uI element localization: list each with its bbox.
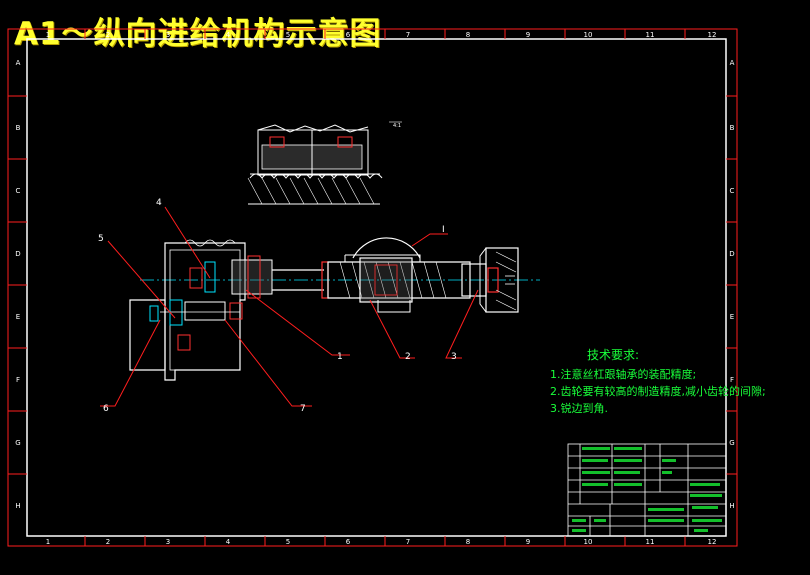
callout-2: 2 [405,352,411,362]
gear-train [149,255,273,351]
col-label-top: 11 [646,31,655,39]
col-label-bottom: 4 [226,538,231,546]
row-label-left: F [16,376,20,384]
callout-6: 6 [103,404,109,414]
col-label-top: 6 [346,31,351,39]
title-block [567,443,727,537]
row-label-left: E [16,313,20,321]
col-label-bottom: 12 [708,538,717,546]
zone-labels: 1 2 3 4 5 6 7 8 9 10 11 12 1 2 3 4 5 6 7… [15,31,734,546]
row-label-left: B [16,124,21,132]
row-label-right: G [729,439,734,447]
row-label-right: C [730,187,735,195]
row-label-left: D [15,250,20,258]
col-label-bottom: 10 [584,538,593,546]
lead-screw [272,237,471,313]
callout-4: 4 [156,198,162,208]
callout-3: 3 [451,352,457,362]
tech-requirement-item: 1.注意丝杠跟轴承的装配精度; [550,368,697,381]
row-label-left: G [15,439,20,447]
col-label-bottom: 9 [526,538,530,546]
row-label-right: D [729,250,734,258]
callout-5: 5 [98,234,104,244]
col-label-bottom: 6 [346,538,351,546]
gearbox-housing [129,239,246,381]
col-label-top: 7 [406,31,410,39]
col-label-bottom: 8 [466,538,470,546]
col-label-top: 2 [106,31,110,39]
row-label-left: H [15,502,20,510]
col-label-top: 9 [526,31,530,39]
col-label-top: 4 [226,31,231,39]
callout-1: 1 [337,352,343,362]
inner-border [26,38,727,537]
col-label-bottom: 3 [166,538,170,546]
svg-text:4:1: 4:1 [393,123,401,129]
col-label-top: 10 [584,31,593,39]
leader-lines [100,206,479,407]
detail-view-i: 4:1 [247,121,402,205]
tech-requirements-heading: 技术要求: [587,348,640,362]
col-label-bottom: 7 [406,538,410,546]
outer-border [7,28,738,547]
tech-requirement-item: 2.齿轮要有较高的制造精度,减小齿轮的间隙; [550,385,766,398]
end-bearing [461,247,519,313]
col-label-bottom: 11 [646,538,655,546]
row-label-right: B [730,124,735,132]
col-label-top: 8 [466,31,470,39]
row-label-right: E [730,313,734,321]
callout-detail-i: I [442,225,445,235]
col-label-top: 5 [286,31,290,39]
col-label-bottom: 2 [106,538,110,546]
callout-labels: 4 5 1 2 3 6 7 I [98,198,457,414]
zone-ticks [8,29,737,546]
col-label-top: 1 [46,31,50,39]
callout-7: 7 [300,404,306,414]
col-label-bottom: 5 [286,538,290,546]
tech-requirement-item: 3.锐边到角. [550,402,608,415]
title-block-fill [572,447,722,532]
row-label-left: C [16,187,21,195]
col-label-top: 12 [708,31,717,39]
row-label-right: H [729,502,734,510]
row-label-right: A [730,59,735,67]
row-label-right: F [730,376,734,384]
col-label-bottom: 1 [46,538,50,546]
drawing-title: A1～纵向进给机构示意图 [14,16,382,52]
col-label-top: 3 [166,31,170,39]
row-label-left: A [16,59,21,67]
